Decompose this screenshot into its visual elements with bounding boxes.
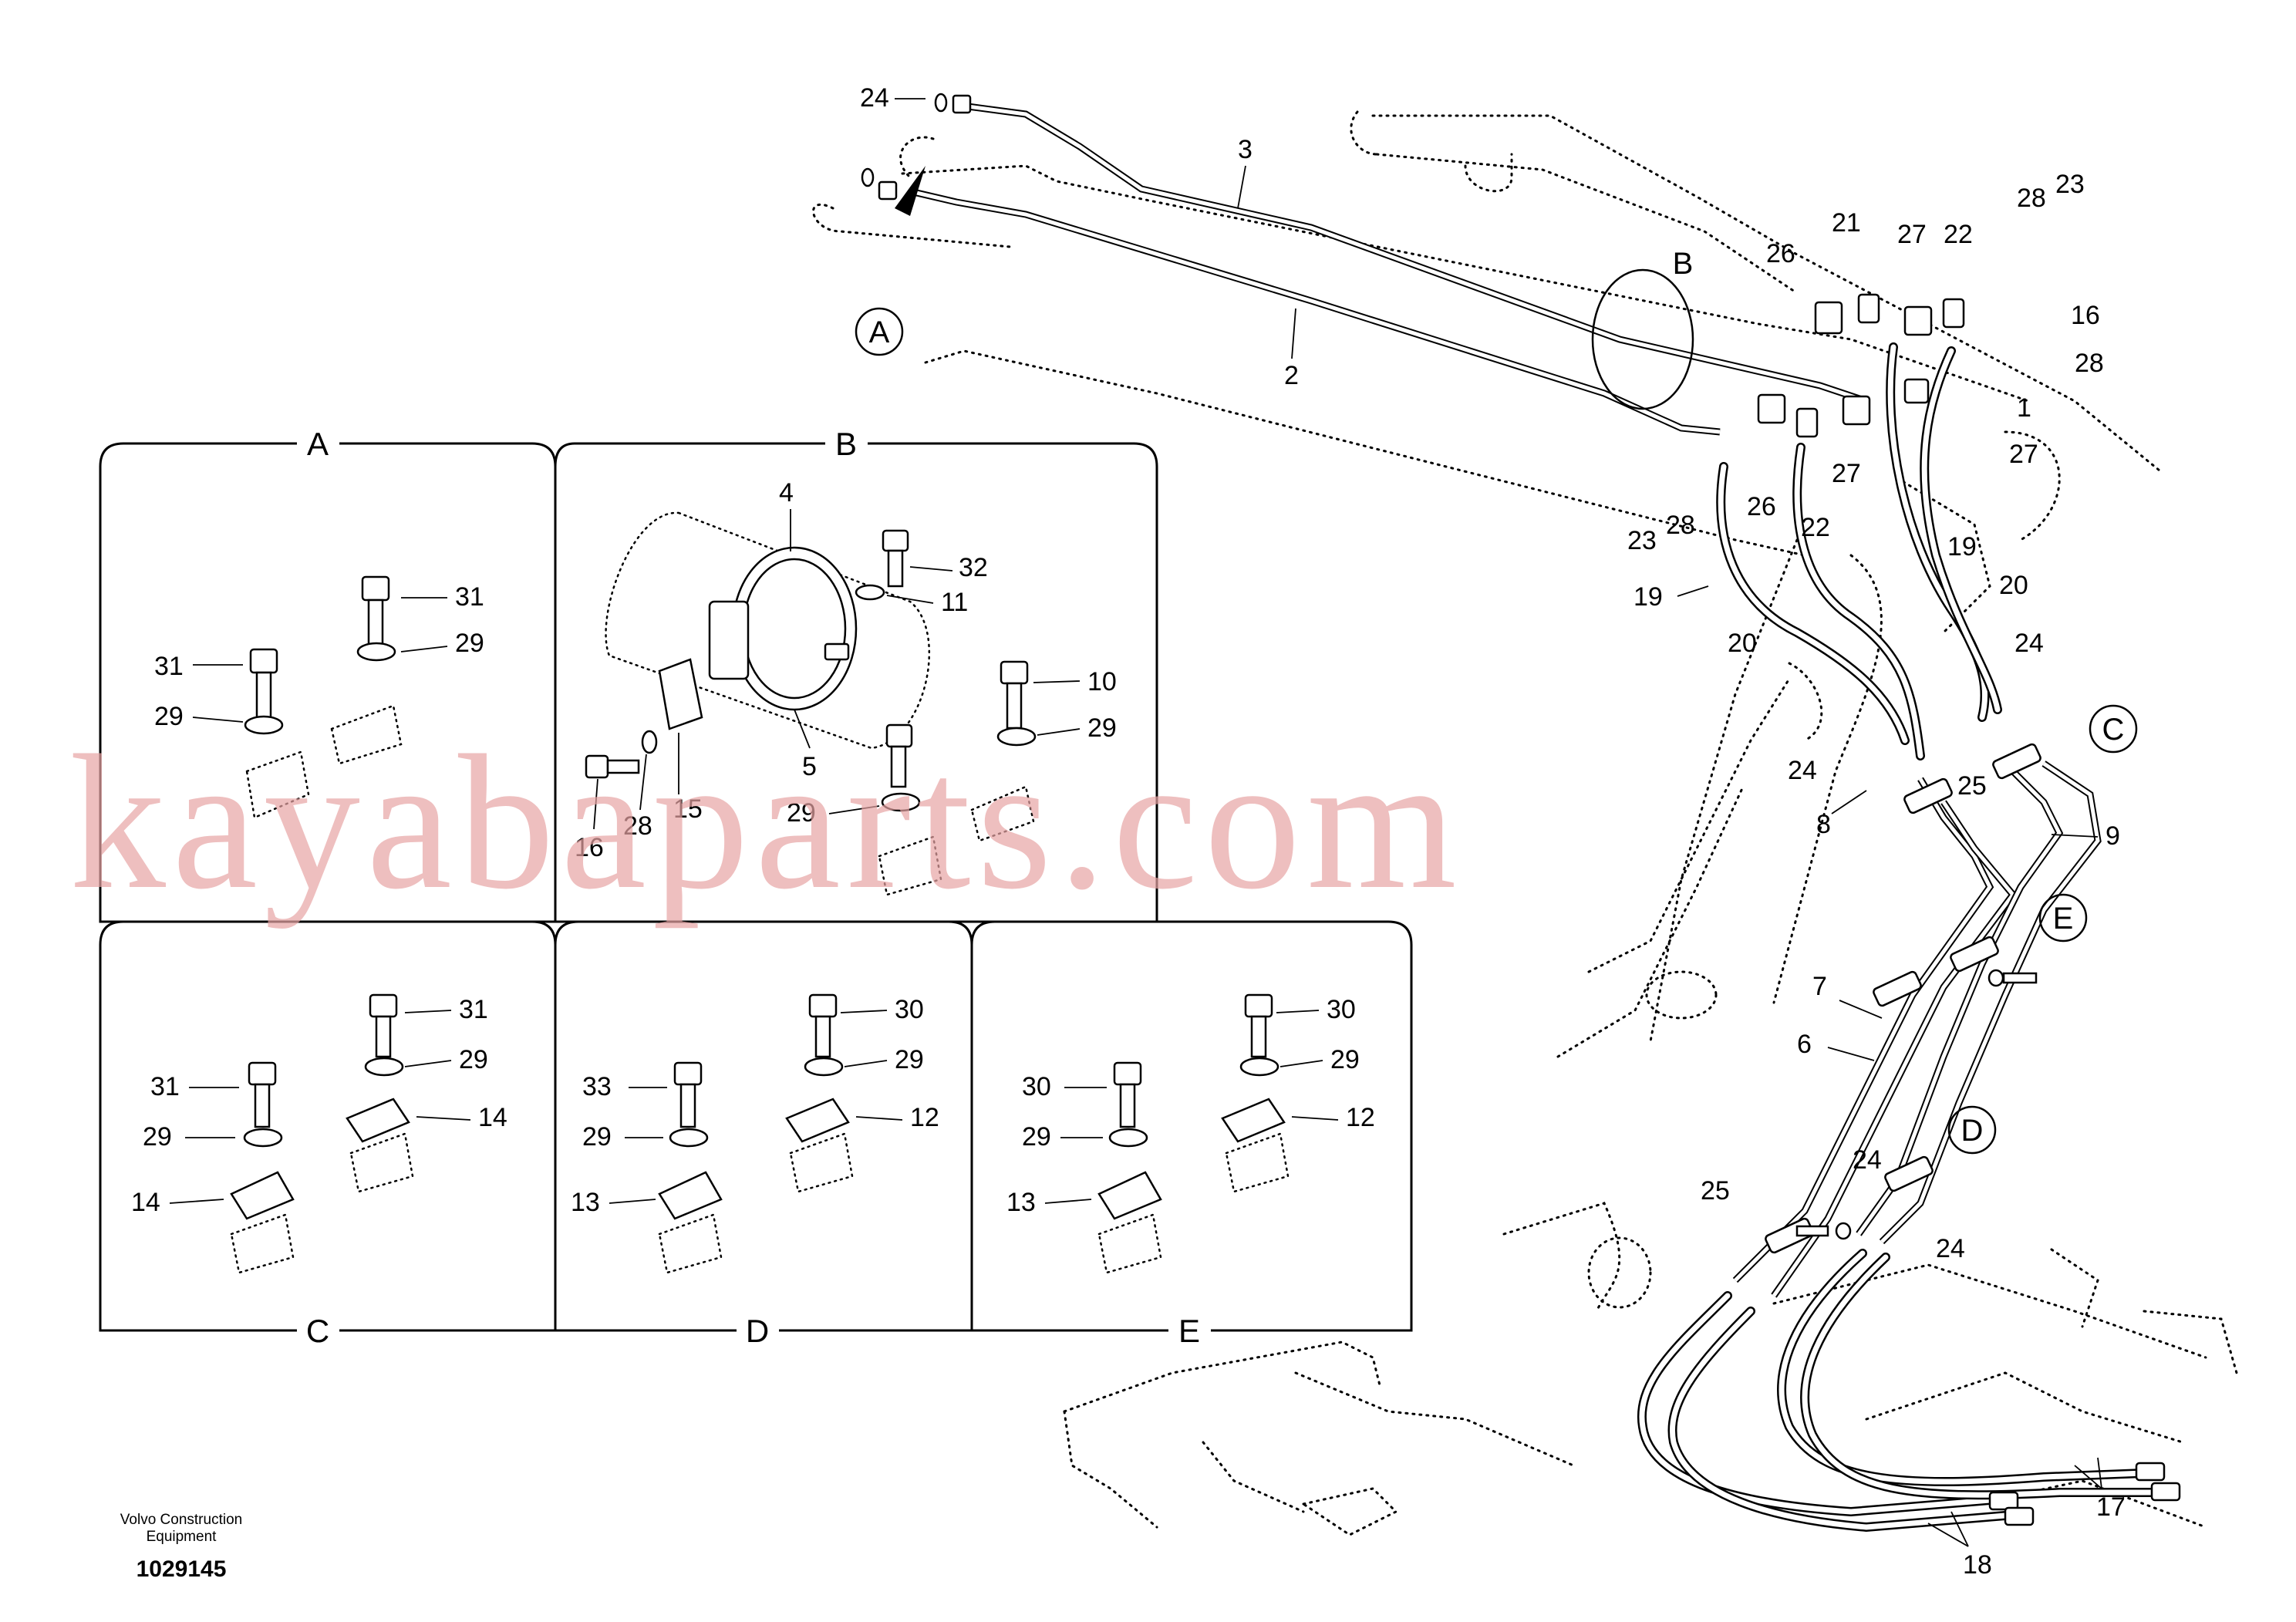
callout-29-d1: 29	[582, 1122, 612, 1152]
callout-31-c2: 31	[459, 995, 488, 1024]
callout-16-b: 16	[575, 833, 604, 862]
callout-24-bottom: 24	[1936, 1234, 1965, 1263]
callout-13-e: 13	[1006, 1188, 1036, 1217]
frame-title-d: D	[746, 1313, 769, 1349]
callout-30-d: 30	[895, 995, 924, 1024]
callout-27-right: 27	[2009, 440, 2038, 469]
callout-29-c1: 29	[143, 1122, 172, 1152]
detail-frame-c: C 31 29 14 31 29 14	[99, 920, 557, 1349]
callout-26-top: 26	[1766, 239, 1795, 268]
detail-frame-b: B 4 32 11 10 29	[554, 426, 1158, 923]
marker-b: B	[1673, 247, 1694, 281]
callout-6: 6	[1797, 1030, 1812, 1059]
callout-24-low: 24	[1853, 1145, 1882, 1175]
callout-24-mid: 24	[1788, 756, 1817, 785]
document-number: 1029145	[136, 1556, 227, 1582]
callout-18: 18	[1963, 1550, 1992, 1580]
callout-1: 1	[2017, 393, 2031, 423]
callout-28-right: 28	[2075, 349, 2104, 378]
callout-22-top: 22	[1944, 220, 1973, 249]
callout-29-c2: 29	[459, 1045, 488, 1074]
callout-9: 9	[2106, 821, 2120, 851]
callout-32: 32	[959, 553, 988, 582]
callout-14-c1: 14	[131, 1188, 160, 1217]
callout-24-top: 24	[860, 83, 889, 113]
frame-title-e: E	[1178, 1313, 1200, 1349]
callout-29-a2: 29	[455, 629, 484, 658]
callout-16-top: 16	[2071, 301, 2100, 330]
callout-31-a1: 31	[154, 652, 184, 681]
callout-27-mid: 27	[1832, 459, 1861, 488]
callout-25-low: 25	[1701, 1176, 1730, 1206]
hydraulic-lines	[909, 103, 2181, 1533]
callout-8: 8	[1816, 810, 1831, 839]
callout-27-top: 27	[1897, 220, 1927, 249]
marker-e: E	[2053, 902, 2074, 936]
callout-31-a2: 31	[455, 582, 484, 612]
callout-13-d: 13	[571, 1188, 600, 1217]
callout-24-right: 24	[2014, 629, 2044, 658]
callout-2: 2	[1284, 361, 1299, 390]
callout-3: 3	[1238, 135, 1253, 164]
detail-frame-d: D 30 29 12 33 29 13	[554, 920, 973, 1349]
callout-20-left: 20	[1728, 629, 1757, 658]
callout-12-e: 12	[1346, 1103, 1375, 1132]
callout-29-b2: 29	[787, 798, 816, 828]
detail-markers: A B C E D	[855, 247, 2138, 1155]
callout-29-d2: 29	[895, 1045, 924, 1074]
frame-title-c: C	[306, 1313, 329, 1349]
detail-frame-a: A 31 29 31 29	[99, 426, 557, 923]
marker-d: D	[1961, 1114, 1984, 1148]
callout-4: 4	[779, 478, 794, 508]
document-owner: Volvo Construction Equipment	[100, 1512, 262, 1546]
frame-title-b: B	[835, 426, 857, 462]
callout-15: 15	[673, 794, 703, 824]
main-callouts: 24 3 2 21 26 27 22 28 23 16 28 1 27 27 2…	[860, 83, 2126, 1580]
callout-23-top: 23	[2055, 170, 2085, 199]
callout-10: 10	[1087, 667, 1117, 696]
watermark-text: kayabaparts.com	[69, 716, 1463, 929]
callout-25-mid: 25	[1957, 771, 1987, 801]
callout-29-a1: 29	[154, 702, 184, 731]
owner-line-1: Volvo Construction	[120, 1512, 243, 1528]
callout-30-e2: 30	[1327, 995, 1356, 1024]
callout-23-left: 23	[1627, 526, 1657, 555]
marker-a: A	[869, 315, 890, 349]
callout-30-e1: 30	[1022, 1072, 1051, 1101]
frame-title-a: A	[307, 426, 329, 462]
callout-5: 5	[802, 752, 817, 781]
marker-c: C	[2102, 713, 2125, 747]
callout-33: 33	[582, 1072, 612, 1101]
callout-29-e2: 29	[1330, 1045, 1360, 1074]
callout-22-left: 22	[1801, 513, 1830, 542]
callout-17: 17	[2096, 1492, 2126, 1522]
callout-20-right: 20	[1999, 571, 2028, 600]
owner-line-2: Equipment	[146, 1529, 217, 1545]
callout-21: 21	[1832, 208, 1861, 238]
detail-frame-e: E 30 29 12 30 29 13	[970, 920, 1413, 1349]
callout-12-d: 12	[910, 1103, 939, 1132]
callout-11: 11	[941, 588, 968, 617]
callout-26-left: 26	[1747, 492, 1776, 521]
callout-19-left: 19	[1633, 582, 1663, 612]
callout-28-b: 28	[623, 811, 652, 841]
callout-31-c1: 31	[150, 1072, 180, 1101]
callout-14-c2: 14	[478, 1103, 507, 1132]
top-fittings	[861, 93, 2041, 1254]
callout-7: 7	[1812, 972, 1827, 1001]
callout-29-b1: 29	[1087, 713, 1117, 743]
callout-28-top: 28	[2017, 184, 2046, 213]
callout-28-left: 28	[1666, 511, 1695, 540]
callout-19-right: 19	[1947, 532, 1977, 561]
callout-29-e1: 29	[1022, 1122, 1051, 1152]
